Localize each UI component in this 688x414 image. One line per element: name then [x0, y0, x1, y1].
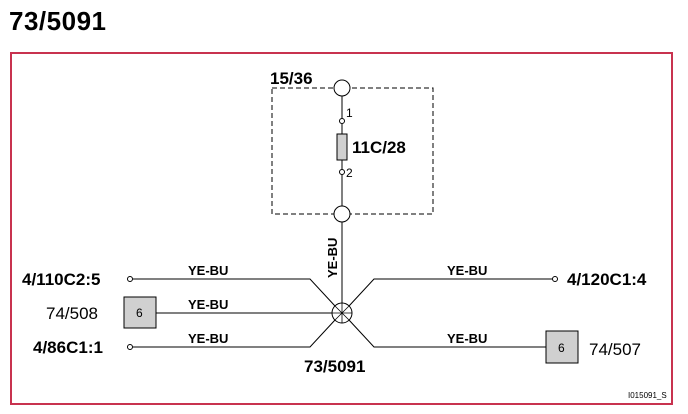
- splice-label: 73/5091: [304, 357, 365, 376]
- connector-box-right: [545, 330, 579, 364]
- connector-right-bottom-ref: 74/507: [589, 340, 641, 359]
- terminal-right-top: [552, 276, 558, 282]
- connector-left-mid-ref: 74/508: [46, 304, 98, 323]
- terminal-left-top: [127, 276, 133, 282]
- terminal-left-bottom: [127, 344, 133, 350]
- connector-box-right-label: 6: [558, 341, 565, 355]
- top-terminal-circle: [333, 79, 351, 97]
- wire-right-bottom: [348, 319, 546, 348]
- fuse-icon: [336, 133, 348, 161]
- pin-1-dot: [339, 118, 345, 124]
- connector-box-left-label: 6: [136, 306, 143, 320]
- fuse-group-box: [271, 87, 434, 215]
- connector-right-top: 4/120C1:4: [567, 270, 647, 289]
- fuse-group-label: 15/36: [270, 69, 313, 88]
- vertical-wire-label: YE-BU: [325, 238, 340, 278]
- page-title: 73/5091: [9, 6, 107, 36]
- wire-right-top: [348, 278, 552, 307]
- pin-1-label: 1: [346, 106, 353, 120]
- footer-code: I015091_S: [628, 391, 667, 400]
- pin-2-dot: [339, 169, 345, 175]
- wire-left-bottom-label: YE-BU: [188, 331, 228, 346]
- diagram-frame: [10, 52, 673, 405]
- bottom-terminal-circle: [333, 205, 351, 223]
- wire-left-top: [133, 278, 336, 307]
- fuse-label: 11C/28: [352, 138, 406, 157]
- wire-right-bottom-label: YE-BU: [447, 331, 487, 346]
- wire-left-top-label: YE-BU: [188, 263, 228, 278]
- wire-left-mid-label: YE-BU: [188, 297, 228, 312]
- pin-2-label: 2: [346, 166, 353, 180]
- connector-left-top: 4/110C2:5: [22, 270, 100, 289]
- connector-box-left: [123, 296, 157, 329]
- connector-left-bottom: 4/86C1:1: [33, 338, 103, 357]
- wire-right-top-label: YE-BU: [447, 263, 487, 278]
- wire-left-bottom: [133, 319, 336, 348]
